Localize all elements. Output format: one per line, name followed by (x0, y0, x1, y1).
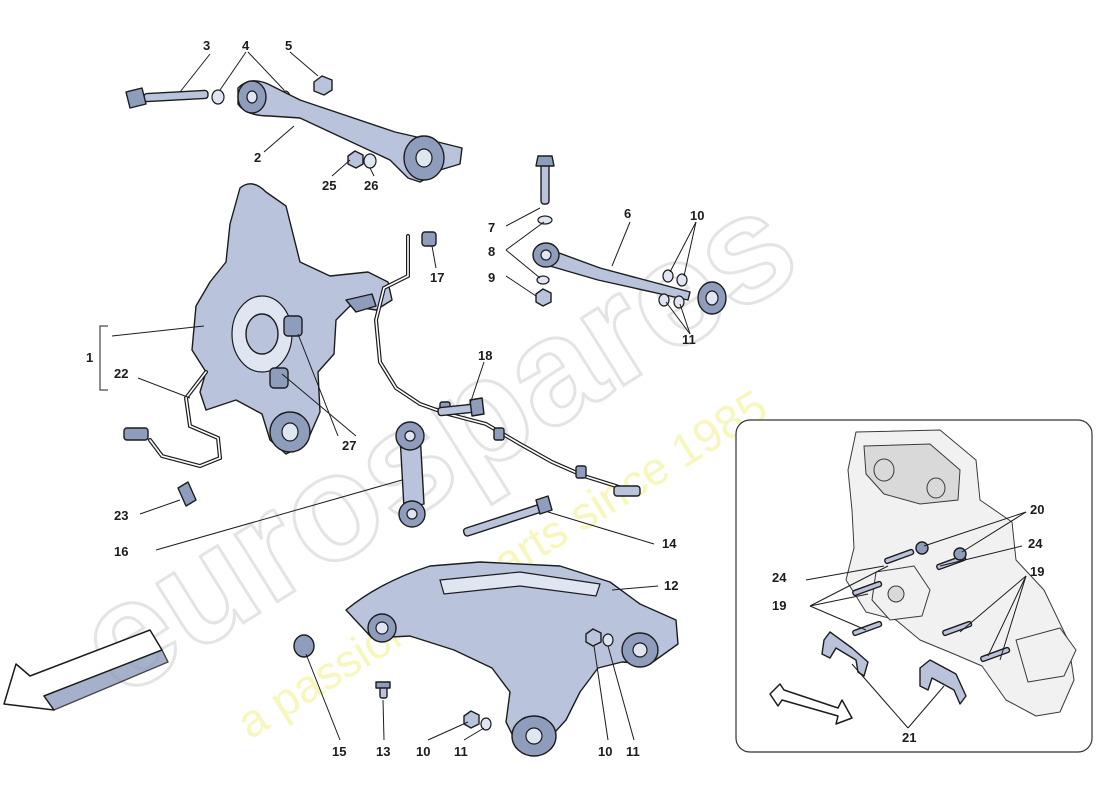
callout-22: 22 (114, 366, 128, 381)
callout-11-lower-right: 11 (626, 744, 640, 759)
callout-3: 3 (203, 38, 210, 53)
part-25-nut (347, 150, 364, 169)
part-10-nut-toe-b (676, 273, 688, 287)
part-27-grommet-a (283, 315, 303, 337)
part-26-washer (363, 153, 377, 169)
callout-1: 1 (86, 350, 93, 365)
part-3-bolt (125, 87, 209, 109)
callout-10-top: 10 (690, 208, 704, 223)
part-23-bracket (177, 481, 197, 507)
inset-part-20-washer-a (915, 541, 929, 555)
part-18-bolt (437, 397, 485, 417)
inset-callout-24-left: 24 (772, 570, 787, 585)
part-16-drop-link (395, 421, 426, 528)
inset-callout-19-left: 19 (772, 598, 786, 613)
callout-7: 7 (488, 220, 495, 235)
direction-arrow-inset (769, 683, 853, 725)
inset-callout-20: 20 (1030, 502, 1044, 517)
callout-11-top: 11 (682, 332, 696, 347)
callout-6: 6 (624, 206, 631, 221)
part-10-nut-lower-a (463, 710, 480, 729)
callout-9: 9 (488, 270, 495, 285)
callout-15: 15 (332, 744, 346, 759)
leader-lines (99, 51, 697, 741)
part-5-nut (313, 75, 333, 96)
callout-23: 23 (114, 508, 128, 523)
callout-26: 26 (364, 178, 378, 193)
part-11-washer-lower-b (602, 633, 614, 647)
callout-17: 17 (430, 270, 444, 285)
inset-callout-21: 21 (902, 730, 916, 745)
callout-11-lower-left: 11 (454, 744, 468, 759)
part-22-sensor-wire (123, 234, 641, 497)
callout-16: 16 (114, 544, 128, 559)
direction-arrow-main-shadow (43, 649, 169, 711)
part-12-lower-control-arm (345, 561, 679, 757)
inset-part-20-washer-b (953, 547, 967, 561)
part-10-nut-toe-a (662, 269, 674, 283)
part-9-nut (535, 288, 552, 307)
part-17-clip (421, 231, 437, 247)
part-10-nut-lower-b (585, 628, 602, 647)
callout-10-lower-right: 10 (598, 744, 612, 759)
part-15-bushing (293, 634, 315, 658)
inset-part-21-bracket-b (919, 659, 967, 705)
part-8-washer-a (537, 215, 553, 225)
part-27-grommet-b (269, 367, 289, 389)
part-13-bolt (375, 681, 391, 699)
part-6-toe-link (532, 242, 727, 315)
callout-12: 12 (664, 578, 678, 593)
callout-18: 18 (478, 348, 492, 363)
part-11-washer-toe-b (673, 295, 685, 309)
part-2-upper-control-arm (237, 80, 463, 183)
inset-callout-24-right: 24 (1028, 536, 1043, 551)
callout-14: 14 (662, 536, 677, 551)
callout-10-lower-left: 10 (416, 744, 430, 759)
part-14-bolt (462, 495, 553, 537)
callout-4: 4 (242, 38, 250, 53)
part-7-bolt (535, 155, 555, 205)
callout-2: 2 (254, 150, 261, 165)
callout-27: 27 (342, 438, 356, 453)
callout-labels: 3 4 5 2 25 26 7 8 9 6 10 11 17 1 22 27 1… (86, 38, 704, 759)
part-4-washer-a (211, 89, 225, 105)
callout-5: 5 (285, 38, 292, 53)
inset-part-21-bracket-a (821, 631, 869, 677)
part-11-washer-lower-a (480, 717, 492, 731)
callout-8: 8 (488, 244, 495, 259)
callout-13: 13 (376, 744, 390, 759)
inset-detail: 20 24 24 19 19 21 (735, 419, 1093, 753)
callout-25: 25 (322, 178, 336, 193)
inset-callout-19-right: 19 (1030, 564, 1044, 579)
